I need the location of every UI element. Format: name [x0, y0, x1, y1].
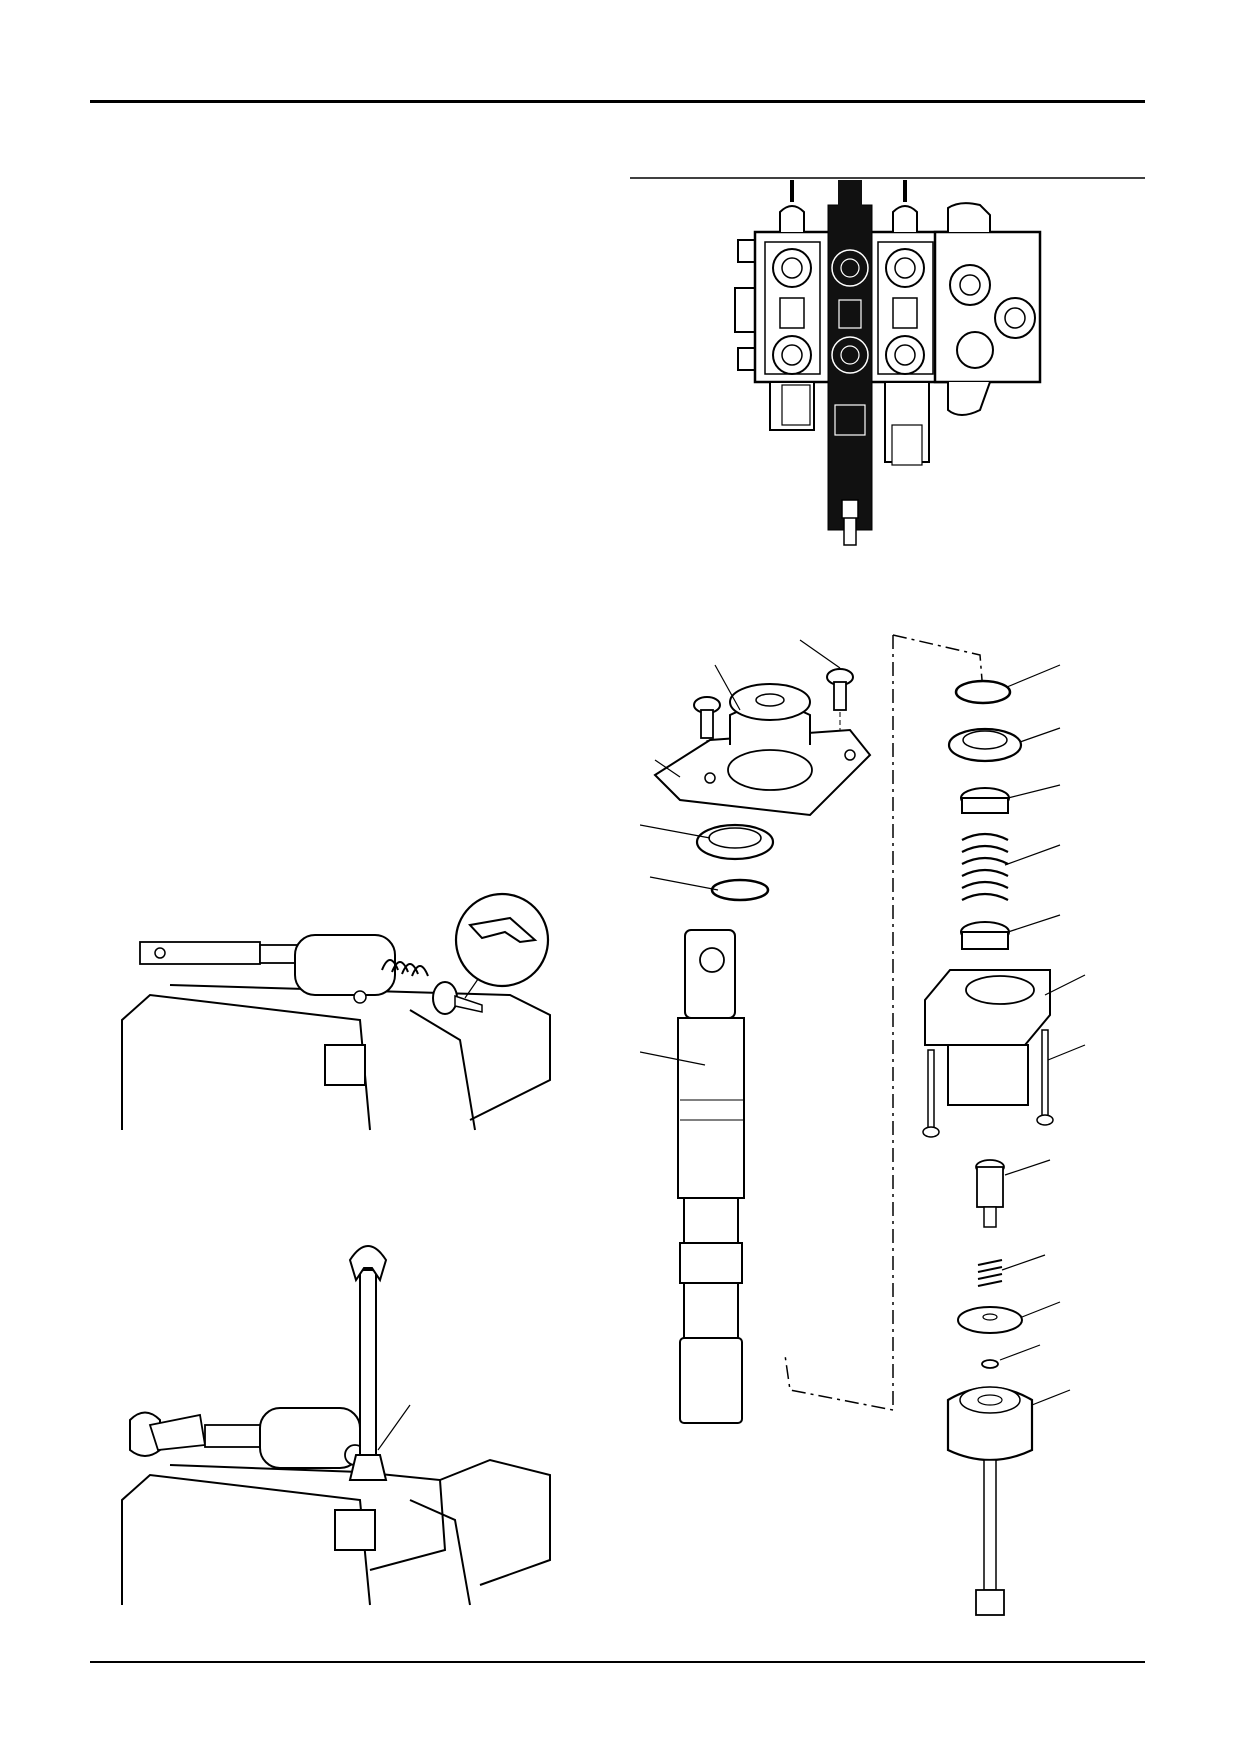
small-spring [977, 1259, 1003, 1287]
valve-block-overview-drawing [630, 177, 1145, 546]
seal-ring-left [695, 823, 775, 861]
seal-ring-right [947, 727, 1023, 763]
spring-seat-upper [960, 787, 1010, 814]
screw-right [826, 668, 854, 740]
solenoid-coil [946, 1386, 1034, 1616]
spool-in-vice-drawing [121, 892, 551, 1131]
spool [677, 929, 745, 1424]
spool-wrench-drawing [121, 1245, 551, 1606]
housing [924, 969, 1051, 1106]
boot-on-spool [129, 1411, 207, 1457]
o-ring-right [954, 679, 1012, 705]
spring-on-spool [381, 959, 429, 977]
spring [961, 832, 1009, 901]
washer [957, 1306, 1023, 1334]
small-o-ring [981, 1359, 999, 1369]
screw-left [693, 696, 721, 770]
wrench-icon [348, 1245, 388, 1481]
leader-lines [640, 639, 1086, 1406]
valve-plunger [975, 1159, 1005, 1228]
header-rule [90, 100, 1145, 103]
spring-seat-lower [960, 921, 1010, 950]
long-screws [922, 1029, 1054, 1138]
flange-boot [653, 683, 872, 817]
footer-rule [90, 1661, 1145, 1663]
spool-wrench-figure [110, 1240, 570, 1620]
valve-block-overview-figure [630, 170, 1150, 550]
solenoid-valve-exploded-view-figure [640, 620, 1110, 1650]
locking-compound-icon [454, 892, 550, 988]
spool-in-vice-figure [110, 880, 570, 1150]
exploded-view-drawing [640, 634, 1086, 1616]
o-ring-left [710, 878, 770, 902]
